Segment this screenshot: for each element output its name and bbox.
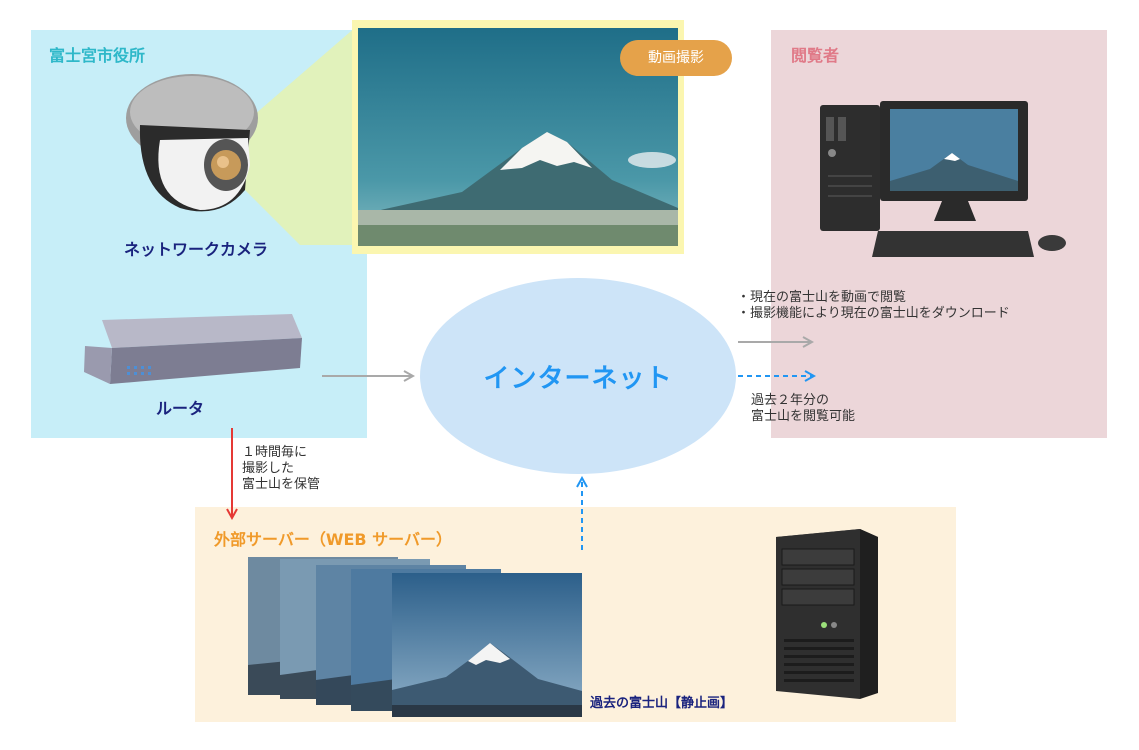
network-camera-label: ネットワークカメラ [123,240,268,259]
past-photo-5 [392,573,582,717]
hourly-note-line-2: 撮影した [242,461,295,476]
past-note-line-2: 富士山を閲覧可能 [751,409,856,424]
router-label: ルータ [155,399,204,418]
hourly-capture-note: １時間毎に 撮影した 富士山を保管 [242,445,320,493]
city-office-title: 富士宮市役所 [49,46,146,65]
viewer-features-note: ・現在の富士山を動画で閲覧 ・撮影機能により現在の富士山をダウンロード [737,290,1010,322]
internet-cloud [420,278,736,474]
hourly-note-line-3: 富士山を保管 [242,477,321,492]
network-camera-icon [126,74,258,212]
past-archive-note: 過去２年分の 富士山を閲覧可能 [751,393,855,425]
past-note-line-1: 過去２年分の [751,393,830,408]
router-icon [84,314,302,384]
viewer-title: 閲覧者 [791,46,840,65]
hourly-note-line-1: １時間毎に [242,445,308,460]
past-photos-caption: 過去の富士山【静止画】 [590,696,734,711]
desktop-computer-icon [820,101,1066,257]
external-server-title: 外部サーバー（WEB サーバー） [214,530,453,549]
tower-server-icon [776,529,878,699]
viewer-note-line-2: ・撮影機能により現在の富士山をダウンロード [737,306,1010,321]
internet-label: インターネット [483,364,673,394]
viewer-note-line-1: ・現在の富士山を動画で閲覧 [737,290,907,305]
past-photos-stack [248,557,582,717]
video-recording-badge: 動画撮影 [620,40,732,76]
